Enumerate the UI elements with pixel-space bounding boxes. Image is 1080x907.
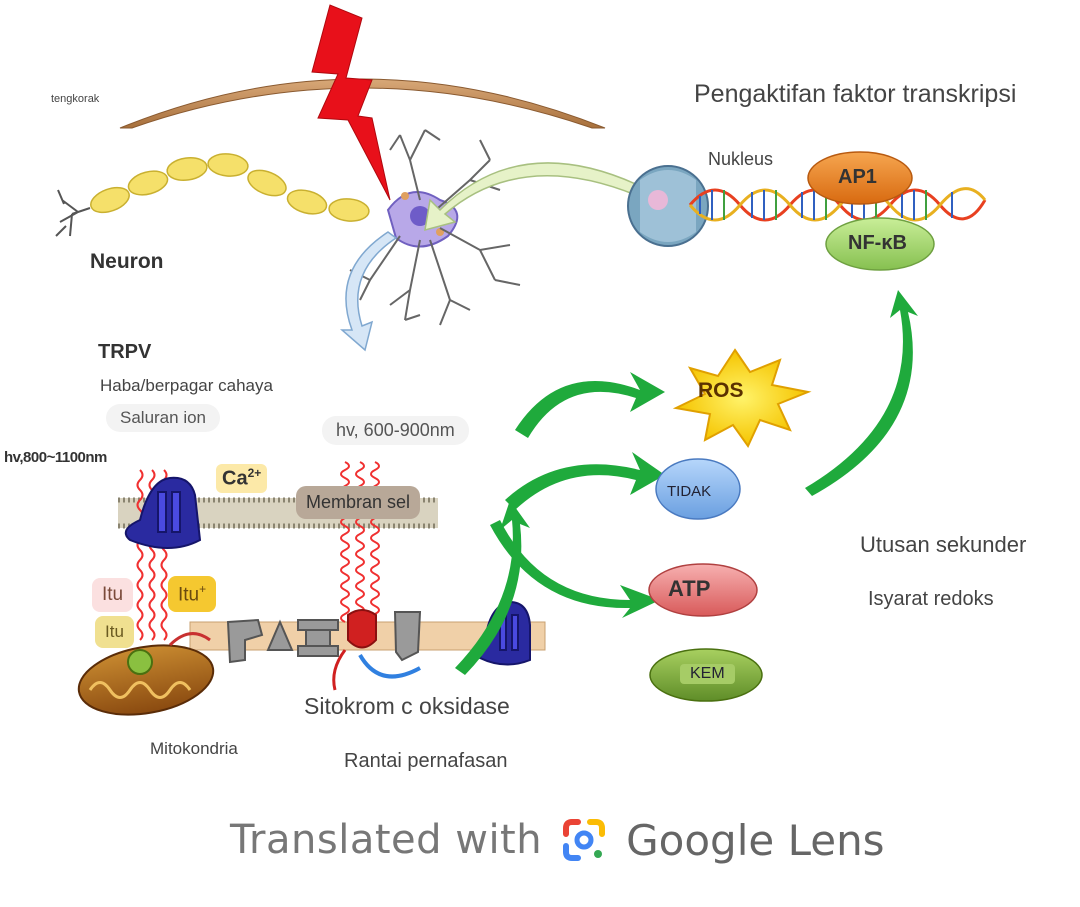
electron-flow-arrow <box>358 653 421 679</box>
nfkb-label: NF-κB <box>848 232 907 254</box>
arrow-to-atp <box>490 520 660 618</box>
ros-starburst <box>672 348 812 448</box>
brand-google: Google <box>626 815 775 865</box>
neuron-axon <box>90 153 370 222</box>
translated-with-text: Translated with <box>230 817 543 863</box>
ap1-label: AP1 <box>838 166 877 188</box>
calcium-charge: 2+ <box>247 466 262 480</box>
skull-label: tengkorak <box>51 93 100 105</box>
nucleus-label: Nukleus <box>708 149 774 169</box>
mitochondrion <box>77 644 215 716</box>
ap1-bubble <box>807 151 913 205</box>
skull-bone <box>119 78 606 129</box>
transcription-label: Pengaktifan faktor transkripsi <box>694 80 1017 108</box>
lightning-bolt-icon <box>311 4 391 201</box>
ros-label: ROS <box>698 379 744 402</box>
hv-long-label: hv,800~1100nm <box>4 449 107 466</box>
heat-gated-label: Haba/berpagar cahaya <box>100 376 273 395</box>
cytochrome-label: Sitokrom c oksidase <box>304 693 510 719</box>
axon-terminal <box>55 189 91 237</box>
respiratory-chain-complexes <box>226 611 422 664</box>
hv-short-tag: hv, 600-900nm <box>322 416 469 445</box>
arrow-neuron-down <box>339 231 398 352</box>
atp-ellipse <box>648 563 758 617</box>
google-lens-brand: Google Lens <box>626 816 884 865</box>
ion-channel-tag: Saluran ion <box>106 404 221 432</box>
brand-lens: Lens <box>787 815 885 865</box>
nfkb-bubble <box>825 217 935 271</box>
mito-arrow <box>168 632 211 647</box>
google-lens-icon <box>560 816 608 864</box>
neuron-label: Neuron <box>90 250 164 273</box>
proton-flow-arrow <box>332 649 347 691</box>
arrow-to-transcription <box>805 290 918 496</box>
tidak-label: TIDAK <box>667 483 712 500</box>
arrow-to-tidak <box>505 452 665 510</box>
second-messenger-label: Utusan sekunder <box>860 532 1027 557</box>
green-arrows <box>455 290 918 675</box>
trpv-channel-protein <box>124 476 202 549</box>
arrow-up-from-chain <box>455 500 530 675</box>
tidak-ellipse <box>655 458 741 520</box>
translated-with-footer: Translated with Google Lens <box>230 810 885 870</box>
mitochondria-label: Mitokondria <box>150 739 238 758</box>
arrow-nucleus-to-neuron <box>424 162 641 232</box>
itu-label-2: Itu+ <box>168 576 217 613</box>
cell-membrane-tag: Membran sel <box>296 486 421 519</box>
calcium-symbol: Ca <box>222 467 248 490</box>
itu-text-2: Itu <box>178 584 200 606</box>
dna-helix <box>688 187 987 222</box>
nucleus-sphere <box>627 165 709 247</box>
itu-label-3: Itu <box>95 616 134 648</box>
respiratory-chain-label: Rantai pernafasan <box>344 750 508 772</box>
atp-label: ATP <box>668 576 711 601</box>
arrow-to-ros <box>515 372 665 438</box>
kem-label: KEM <box>680 664 735 684</box>
calcium-label: Ca2+ <box>216 464 268 493</box>
cytochrome-c-oxidase-protein <box>347 609 377 649</box>
itu-label-1: Itu <box>92 578 134 612</box>
trpv-label: TRPV <box>98 341 152 363</box>
redox-signal-label: Isyarat redoks <box>868 588 994 610</box>
itu-charge: + <box>199 582 207 596</box>
